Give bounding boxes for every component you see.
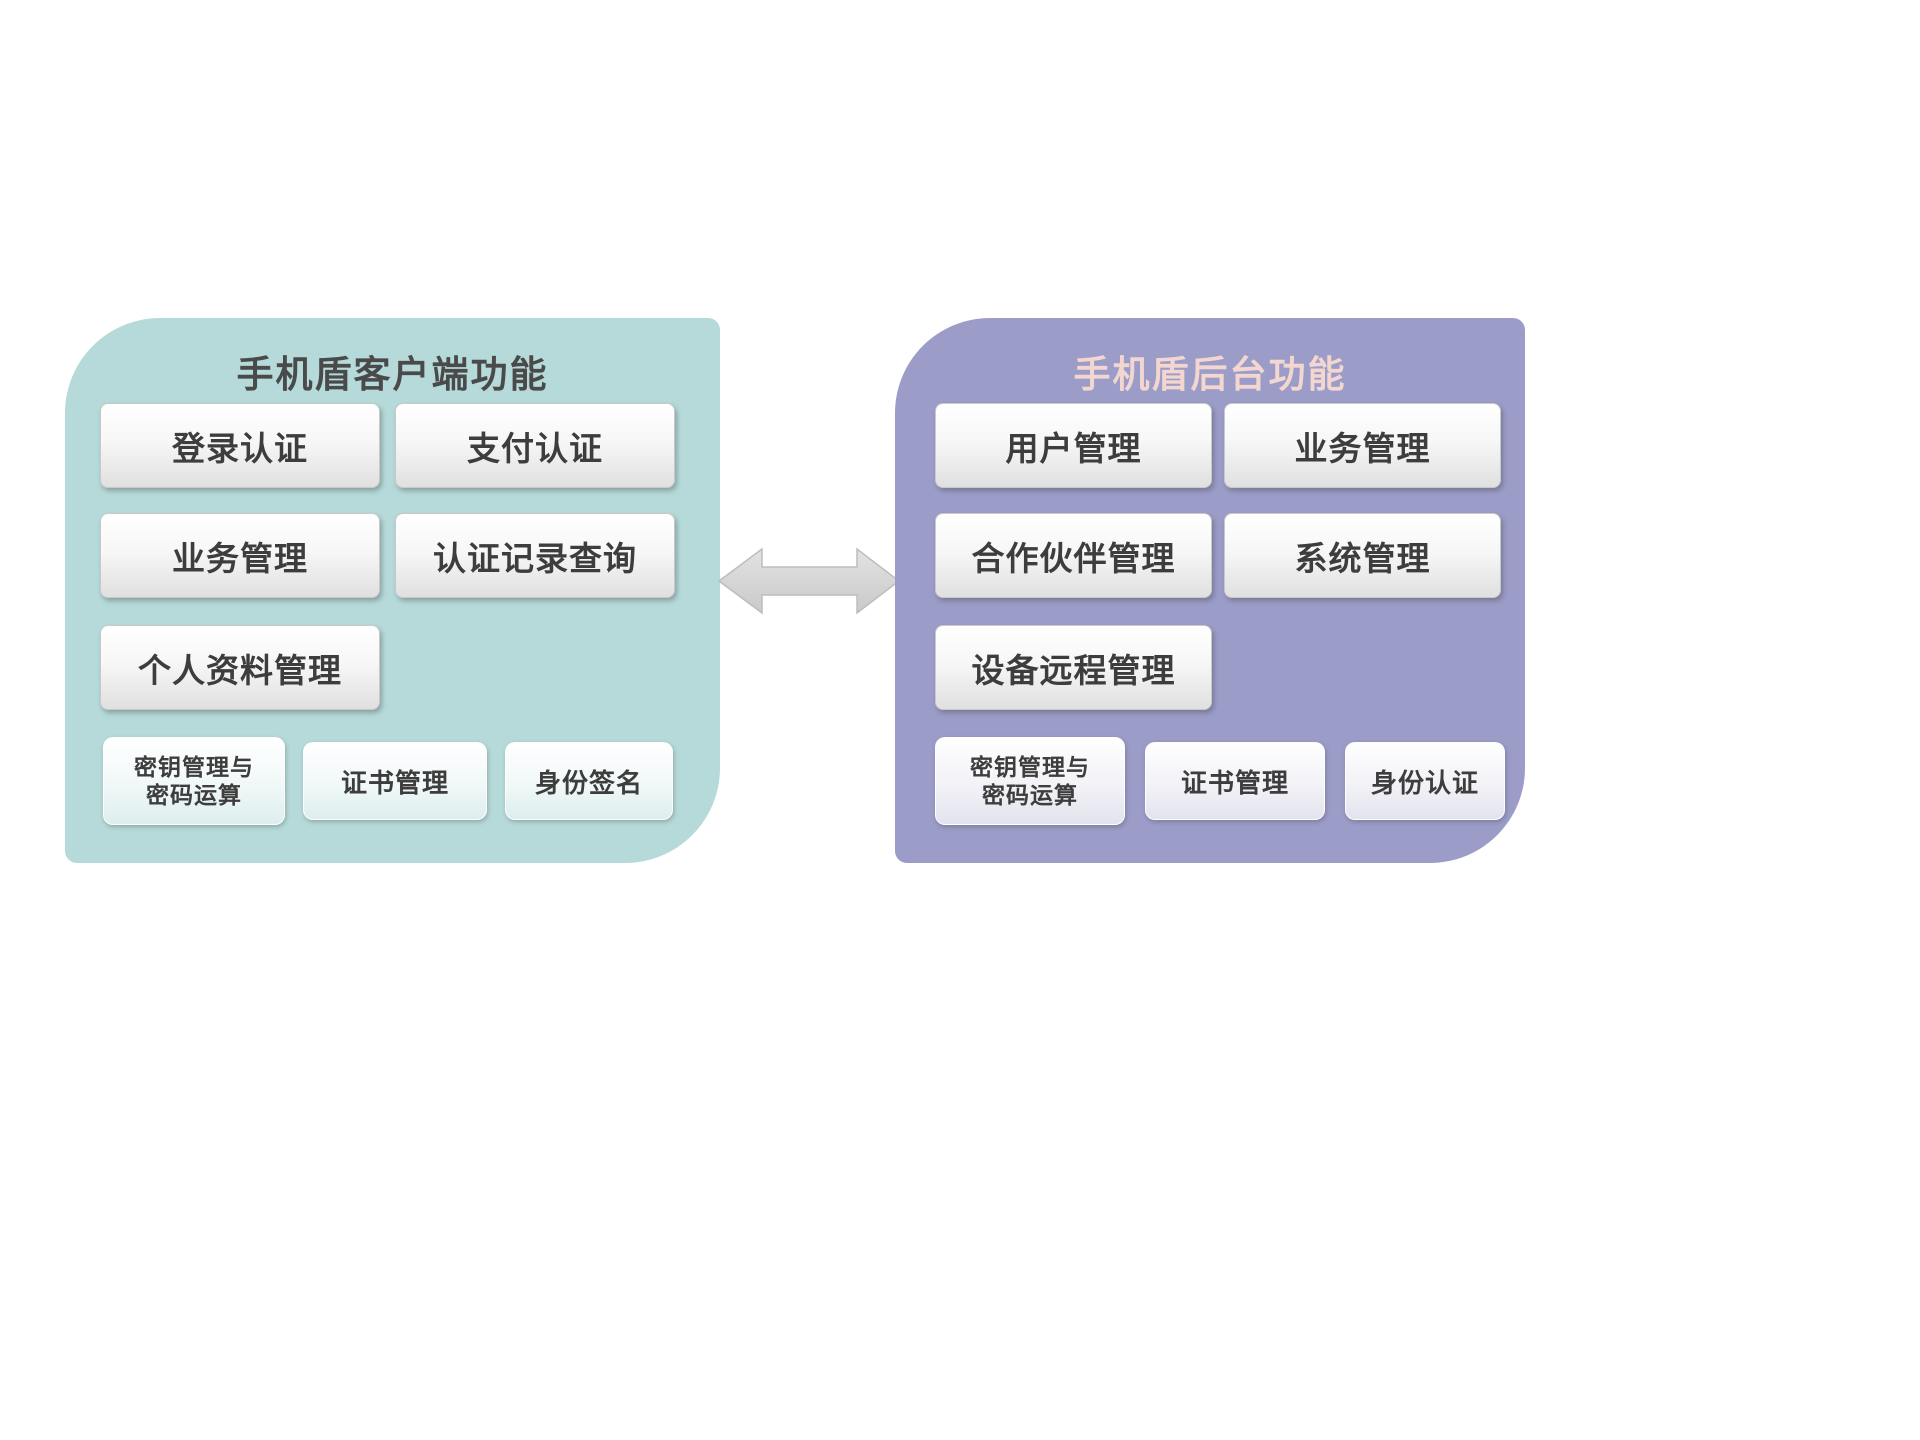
backend-box-key-mgmt-crypto: 密钥管理与 密码运算 (935, 737, 1125, 825)
backend-btn-system-mgmt: 系统管理 (1224, 513, 1501, 598)
client-btn-login-auth: 登录认证 (100, 403, 380, 488)
backend-box-identity-auth-label: 身份认证 (1370, 767, 1479, 798)
client-btn-business-mgmt: 业务管理 (100, 513, 380, 598)
client-row-3: 个人资料管理 (65, 625, 720, 710)
backend-panel: 手机盾后台功能 用户管理 业务管理 合作伙伴管理 系统管理 设备远程管理 密钥管… (895, 318, 1525, 863)
client-box-cert-mgmt: 证书管理 (303, 742, 487, 820)
backend-row-2: 合作伙伴管理 系统管理 (895, 513, 1525, 598)
client-btn-auth-record-query: 认证记录查询 (395, 513, 675, 598)
client-box-key-mgmt-line2: 密码运算 (146, 782, 242, 808)
bidirectional-arrow (717, 540, 901, 622)
client-box-cert-mgmt-label: 证书管理 (340, 767, 449, 798)
backend-box-key-mgmt-line2: 密码运算 (982, 782, 1078, 808)
backend-box-identity-auth: 身份认证 (1345, 742, 1505, 820)
backend-btn-partner-mgmt: 合作伙伴管理 (935, 513, 1212, 598)
client-panel: 手机盾客户端功能 登录认证 支付认证 业务管理 认证记录查询 个人资料管理 密钥… (65, 318, 720, 863)
client-btn-personal-info-mgmt: 个人资料管理 (100, 625, 380, 710)
client-box-identity-sign-label: 身份签名 (534, 767, 643, 798)
client-box-key-mgmt-crypto: 密钥管理与 密码运算 (103, 737, 285, 825)
backend-box-key-mgmt-line1: 密钥管理与 (970, 754, 1090, 780)
backend-row-3: 设备远程管理 (895, 625, 1525, 710)
client-small-row: 密钥管理与 密码运算 证书管理 身份签名 (65, 737, 720, 825)
backend-row-1: 用户管理 业务管理 (895, 403, 1525, 488)
backend-btn-device-remote-mgmt: 设备远程管理 (935, 625, 1212, 710)
backend-box-cert-mgmt: 证书管理 (1145, 742, 1325, 820)
client-panel-title: 手机盾客户端功能 (236, 354, 549, 395)
backend-small-row: 密钥管理与 密码运算 证书管理 身份认证 (895, 737, 1525, 825)
backend-btn-user-mgmt: 用户管理 (935, 403, 1212, 488)
backend-btn-business-mgmt: 业务管理 (1224, 403, 1501, 488)
client-row-2: 业务管理 认证记录查询 (65, 513, 720, 598)
client-row-1: 登录认证 支付认证 (65, 403, 720, 488)
backend-panel-title: 手机盾后台功能 (1073, 354, 1347, 395)
client-btn-payment-auth: 支付认证 (395, 403, 675, 488)
client-box-identity-sign: 身份签名 (505, 742, 673, 820)
client-box-key-mgmt-line1: 密钥管理与 (134, 754, 254, 780)
backend-box-cert-mgmt-label: 证书管理 (1180, 767, 1289, 798)
bidirectional-arrow-icon (717, 547, 901, 615)
